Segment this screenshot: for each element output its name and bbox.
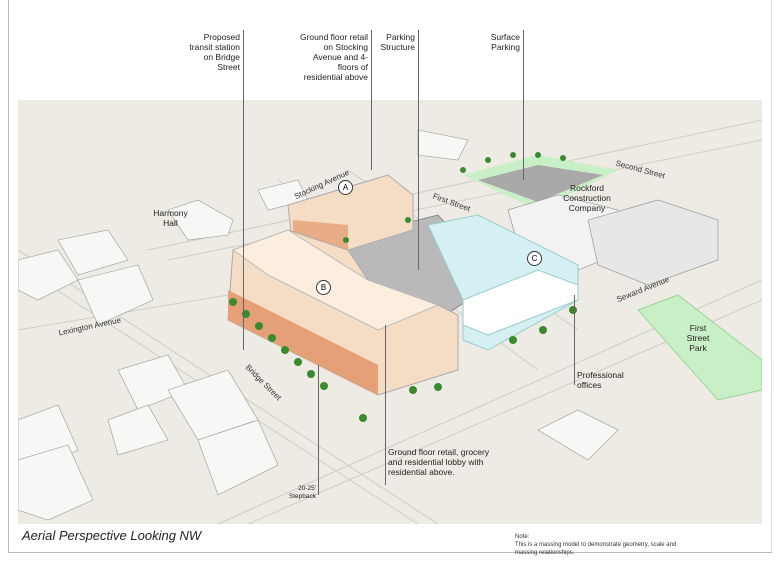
label-first-street-park: First Street Park bbox=[686, 323, 710, 353]
label-stepback: 20-25' Stepback bbox=[288, 485, 316, 500]
first-street-park bbox=[637, 294, 762, 401]
context-buildings bbox=[18, 129, 619, 521]
leader-offices bbox=[574, 295, 575, 385]
label-harmony-hall: Harmony Hall bbox=[153, 208, 188, 228]
callout-parking-structure: Parking Structure bbox=[380, 32, 416, 52]
aerial-model bbox=[18, 100, 762, 524]
marker-a: A bbox=[338, 180, 353, 195]
note-heading: Note: bbox=[515, 534, 530, 540]
marker-c: C bbox=[527, 251, 542, 266]
street-trees bbox=[229, 152, 577, 422]
callout-surface-parking: Surface Parking bbox=[490, 32, 520, 52]
drawing-title: Aerial Perspective Looking NW bbox=[22, 528, 202, 543]
massing-model-illustration bbox=[18, 119, 762, 524]
leader-parking bbox=[418, 30, 419, 270]
leader-ground-grocery bbox=[385, 325, 386, 485]
leader-transit bbox=[243, 30, 244, 350]
label-rockford: Rockford Construction Company bbox=[563, 183, 611, 213]
leader-stepback bbox=[318, 365, 319, 495]
surface-parking-lot bbox=[478, 165, 603, 202]
drawing-frame bbox=[8, 0, 772, 553]
note: Note: This is a massing model to demonst… bbox=[515, 533, 685, 557]
label-ground-grocery: Ground floor retail, grocery and residen… bbox=[388, 447, 490, 477]
leader-ground-retail bbox=[371, 30, 372, 170]
commercial-block bbox=[587, 199, 719, 286]
leader-surface-parking bbox=[523, 30, 524, 180]
note-text: This is a massing model to demonstrate g… bbox=[515, 542, 677, 556]
label-professional-offices: Professional offices bbox=[577, 370, 624, 390]
callout-transit: Proposed transit station on Bridge Stree… bbox=[189, 32, 240, 72]
callout-ground-retail: Ground floor retail on Stocking Avenue a… bbox=[299, 32, 368, 82]
marker-b: B bbox=[316, 280, 331, 295]
building-b-retail bbox=[228, 290, 378, 395]
